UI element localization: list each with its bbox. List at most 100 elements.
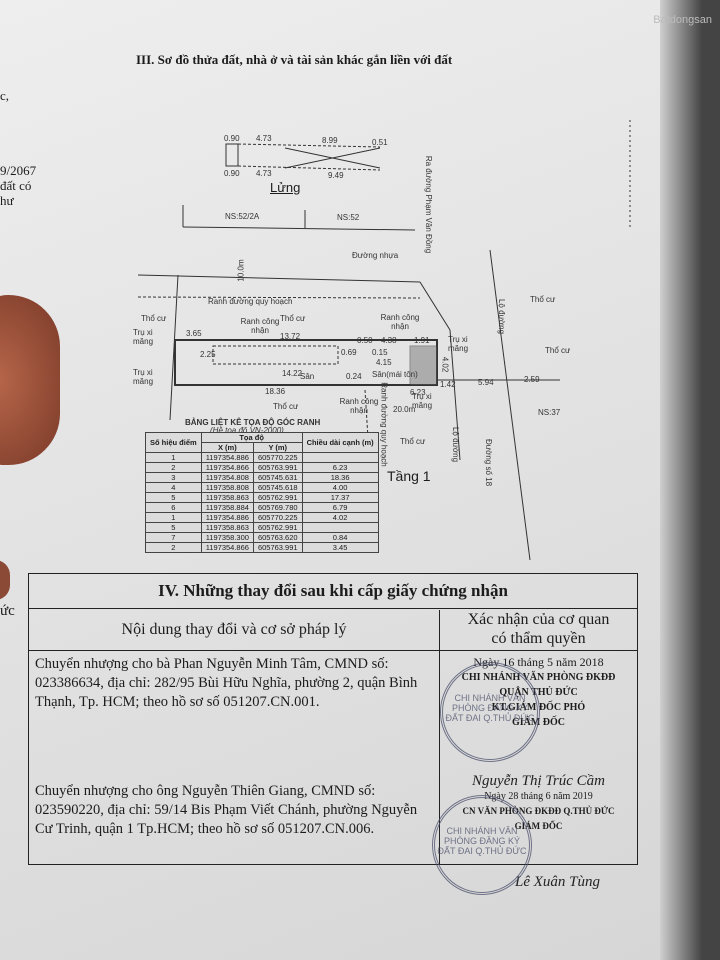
post-label: Trụ xi măng bbox=[412, 392, 433, 410]
table-cell: 605762.991 bbox=[252, 522, 303, 533]
col-header: Y (m) bbox=[252, 442, 303, 453]
table-cell bbox=[301, 522, 379, 533]
table-cell: 6.79 bbox=[301, 502, 379, 513]
section3-title: III. Sơ đồ thửa đất, nhà ở và tài sản kh… bbox=[136, 52, 453, 67]
dim-label: 0.90 bbox=[224, 169, 240, 178]
table-cell: 605769.780 bbox=[252, 502, 303, 513]
dim-label: 3.65 bbox=[186, 329, 202, 338]
table-cell: 1197358.808 bbox=[200, 482, 254, 493]
mezzanine-label: Lửng bbox=[270, 180, 301, 195]
land-type-label: Thổ cư bbox=[400, 437, 426, 446]
land-plot-sketch bbox=[409, 345, 438, 386]
table-cell: 605763.620 bbox=[252, 532, 303, 543]
table-cell: 5 bbox=[145, 492, 202, 503]
neighbor-label: NS:37 bbox=[538, 408, 561, 417]
section4-changes: IV. Những thay đổi sau khi cấp giấy chứn… bbox=[28, 573, 638, 865]
dim-label: 6.23 bbox=[410, 388, 426, 397]
col-header: Tọa độ bbox=[200, 432, 303, 443]
boundary-label: Ranh công nhận bbox=[339, 397, 379, 415]
signer-name: Lê Xuân Tùng bbox=[515, 874, 601, 890]
dim-label: 2.59 bbox=[524, 375, 540, 384]
edge-fragment: hư bbox=[0, 193, 14, 208]
confirm-role: GIÁM ĐỐC bbox=[514, 821, 563, 831]
table-cell: 2 bbox=[145, 542, 202, 553]
dim-label: 1.91 bbox=[414, 336, 430, 345]
dim-label: 0.51 bbox=[372, 138, 388, 147]
dim-label: 0.50 bbox=[357, 336, 373, 345]
table-cell: 1197358.863 bbox=[200, 522, 254, 533]
boundary-label: Ranh công nhận bbox=[380, 313, 420, 331]
confirm-column-header: Xác nhận của cơ quan có thẩm quyền bbox=[440, 610, 637, 651]
dim-label: 0.24 bbox=[346, 372, 362, 381]
yard-label: Sân bbox=[300, 372, 315, 381]
table-cell: 1197354.886 bbox=[200, 452, 254, 463]
dim-label: 2.25 bbox=[200, 350, 216, 359]
road-label: Đường số 18 bbox=[484, 438, 494, 487]
dim-label: 18.36 bbox=[265, 387, 286, 396]
edge-fragment: đất có bbox=[0, 178, 32, 193]
table-cell: 2 bbox=[145, 462, 202, 473]
dim-label: 14.22 bbox=[282, 369, 303, 378]
table-cell: 1197358.300 bbox=[200, 532, 254, 543]
dim-label: 9.49 bbox=[328, 171, 344, 180]
dim-label: 0.90 bbox=[224, 134, 240, 143]
yard-label: Sân(mái tôn) bbox=[372, 370, 418, 379]
hand bbox=[0, 560, 10, 600]
table-cell: 605770.225 bbox=[252, 452, 303, 463]
coord-table-title: BẢNG LIỆT KÊ TỌA ĐỘ GÓC RANH bbox=[185, 418, 321, 427]
table-cell: 6 bbox=[145, 502, 202, 513]
road-label: Đường nhựa bbox=[352, 251, 399, 260]
dim-label: 5.94 bbox=[478, 378, 494, 387]
table-cell: 605770.225 bbox=[252, 512, 303, 523]
table-cell: 0.84 bbox=[301, 532, 379, 543]
change-entry: Chuyển nhượng cho bà Phan Nguyễn Minh Tâ… bbox=[35, 656, 418, 710]
dim-label: 0.69 bbox=[341, 348, 357, 357]
col-header: Số hiệu điểm bbox=[145, 432, 202, 453]
hand bbox=[0, 295, 60, 465]
dim-label: 4.38 bbox=[381, 336, 397, 345]
dim-label: 4.02 bbox=[440, 356, 450, 373]
table-cell: 7 bbox=[145, 532, 202, 543]
col-header: Chiều dài cạnh (m) bbox=[301, 432, 379, 453]
confirm-date: Ngày 28 tháng 6 năm 2019 bbox=[484, 791, 593, 802]
land-type-label: Thổ cư bbox=[545, 346, 571, 355]
dim-label: 10.0m bbox=[236, 259, 246, 282]
table-cell: 1197354.886 bbox=[200, 512, 254, 523]
edge-fragment: ức bbox=[0, 603, 15, 619]
table-cell: 3 bbox=[145, 472, 202, 483]
planning-label: Ranh đường quy hoạch bbox=[208, 297, 293, 306]
table-cell: 605762.991 bbox=[252, 492, 303, 503]
coord-table-subtitle: (Hệ tọa độ VN-2000) bbox=[210, 426, 284, 435]
table-cell: 1197354.866 bbox=[200, 462, 254, 473]
table-cell: 605763.991 bbox=[252, 462, 303, 473]
table-cell: 605745.631 bbox=[252, 472, 303, 483]
table-cell: 4.02 bbox=[301, 512, 379, 523]
table-cell: 605763.991 bbox=[252, 542, 303, 553]
signer-name: Nguyễn Thị Trúc Cầm bbox=[472, 773, 605, 789]
col-header: X (m) bbox=[200, 442, 254, 453]
table-cell: 5 bbox=[145, 522, 202, 533]
floor1-label: Tầng 1 bbox=[387, 468, 431, 484]
road-label: Lộ đường bbox=[497, 298, 507, 335]
table-cell: 6.23 bbox=[301, 462, 379, 473]
neighbor-label: NS:52 bbox=[337, 213, 360, 222]
edge-fragment: c, bbox=[0, 88, 10, 103]
dim-label: 8.99 bbox=[322, 136, 338, 145]
table-cell: 1197354.866 bbox=[200, 542, 254, 553]
land-type-label: Thổ cư bbox=[141, 314, 167, 323]
dim-label: 20.0m bbox=[393, 405, 416, 414]
table-cell: 1197358.863 bbox=[200, 492, 254, 503]
post-label: Trụ xi măng bbox=[448, 335, 469, 353]
road-label: Lộ đường bbox=[451, 426, 461, 463]
background-surface bbox=[660, 0, 720, 960]
official-stamp: CHI NHÁNH VĂN PHÒNG ĐĂNG KÝ ĐẤT ĐAI Q.TH… bbox=[440, 662, 540, 762]
content-column-header: Nội dung thay đổi và cơ sở pháp lý bbox=[29, 610, 439, 651]
